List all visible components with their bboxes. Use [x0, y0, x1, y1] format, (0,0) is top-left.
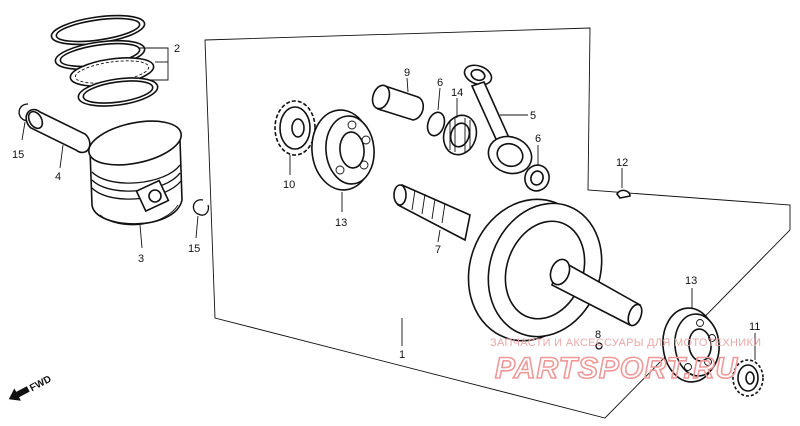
callout-8: 8: [595, 329, 601, 341]
piston-pin-clip-right: [192, 199, 210, 216]
callout-13-lower: 13: [685, 275, 697, 287]
crank-pin-bearing: [442, 114, 478, 156]
callout-5: 5: [530, 110, 536, 122]
callout-4: 4: [55, 171, 61, 183]
callout-2: 2: [174, 43, 180, 55]
piston-pin: [25, 108, 91, 154]
connecting-rod: [463, 64, 533, 175]
crankshaft-bearing-right: [662, 307, 720, 383]
piston-rings: [50, 14, 159, 107]
callout-9: 9: [404, 67, 410, 79]
callout-13-upper: 13: [335, 217, 347, 229]
fwd-label: FWD: [28, 374, 53, 394]
woodruff-key: [616, 189, 631, 199]
primary-drive-gear: [732, 359, 764, 397]
callout-7: 7: [435, 244, 441, 256]
piston: [88, 120, 183, 226]
callout-12: 12: [616, 157, 628, 169]
assembly-group-border: [204, 27, 791, 419]
thrust-washer-upper: [426, 111, 446, 137]
callout-6-lower: 6: [535, 133, 541, 145]
crankshaft: [393, 183, 643, 342]
callout-3: 3: [138, 253, 144, 265]
watermark-logo: PARTSPORT.RU: [495, 352, 738, 385]
fwd-arrow: FWD: [8, 374, 53, 401]
callout-1: 1: [399, 349, 405, 361]
crankpin-dot: [595, 342, 603, 350]
callout-15-right: 15: [188, 243, 200, 255]
callout-10: 10: [283, 179, 295, 191]
timing-sprocket: [274, 100, 316, 156]
needle-bearing: [371, 84, 425, 121]
callout-11: 11: [749, 321, 760, 333]
callout-6-upper: 6: [437, 77, 443, 89]
watermark-caption: ЗАПЧАСТИ И АКСЕССУАРЫ ДЛЯ МОТОТЕХНИКИ: [490, 337, 761, 349]
callout-15-left: 15: [12, 149, 24, 161]
crankshaft-bearing-left: [311, 109, 375, 191]
callout-14: 14: [451, 87, 463, 99]
